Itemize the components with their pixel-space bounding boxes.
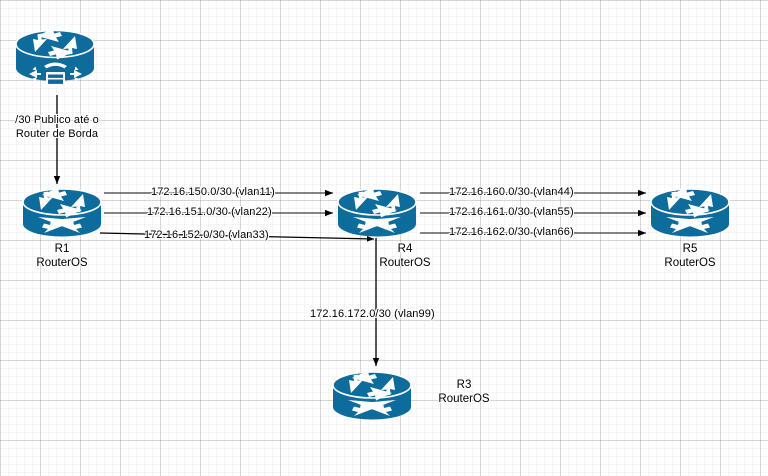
node-r5[interactable] (648, 186, 732, 240)
node-r4[interactable] (335, 186, 419, 240)
node-border-router[interactable] (13, 18, 97, 94)
router-icon (22, 187, 102, 237)
edge-label-vlan22: 172.16.151.0/30 (vlan22) (147, 206, 272, 218)
router-icon (332, 370, 412, 420)
router-icon (337, 187, 417, 237)
node-r3[interactable] (330, 369, 414, 423)
link-r1-to-r4-vlan33 (99, 232, 375, 242)
edge-label-vlan99: 172.16.172.0/30 (vlan99) (310, 308, 435, 320)
edge-label-vlan55: 172.16.161.0/30 (vlan55) (449, 206, 574, 218)
node-label-r4: R4 RouterOS (379, 243, 431, 269)
edge-label-uplink: /30 Publico até o Router de Borda (15, 114, 99, 140)
node-label-r5: R5 RouterOS (664, 243, 716, 269)
router-firewall-icon (15, 28, 95, 86)
edge-label-vlan11: 172.16.150.0/30 (vlan11) (151, 186, 275, 198)
router-icon (650, 187, 730, 237)
node-label-r1: R1 RouterOS (36, 243, 88, 269)
edge-label-vlan66: 172.16.162.0/30 (vlan66) (449, 226, 574, 238)
node-label-r3: R3 RouterOS (438, 379, 490, 405)
edge-label-vlan44: 172.16.160.0/30 (vlan44) (449, 186, 574, 198)
node-r1[interactable] (20, 186, 104, 240)
edge-label-vlan33: 172.16.152.0/30 (vlan33) (144, 229, 269, 241)
